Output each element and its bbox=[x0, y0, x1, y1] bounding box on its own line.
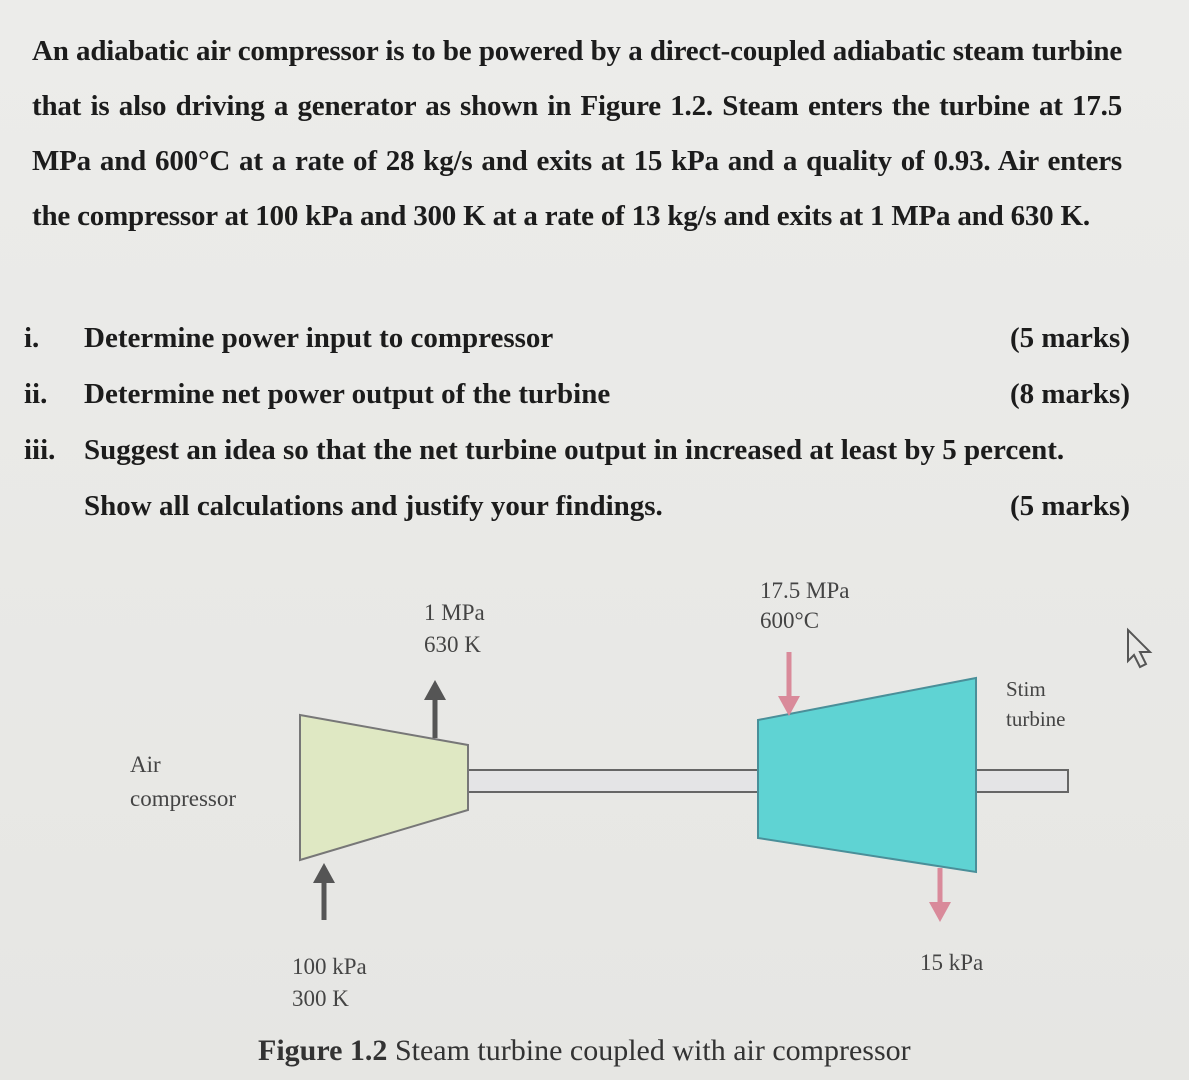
turbine-inlet-arrowhead bbox=[778, 696, 800, 716]
compressor-inlet-arrowhead bbox=[313, 863, 335, 883]
question-number: i. bbox=[24, 322, 40, 354]
question-text: Determine power input to compressor bbox=[84, 322, 554, 354]
compressor-outlet-arrowhead bbox=[424, 680, 446, 700]
problem-text: An adiabatic air compressor is to be pow… bbox=[32, 35, 1122, 122]
question-text: Determine net power output of the turbin… bbox=[84, 378, 611, 410]
compressor-label-line-2: compressor bbox=[130, 786, 237, 811]
compressor-inlet-pressure: 100 kPa bbox=[292, 954, 367, 979]
turbine-outlet-pressure: 15 kPa bbox=[920, 950, 984, 975]
figure-reference: Figure 1.2 bbox=[580, 90, 706, 122]
problem-text-tail: . Steam enters the turbine at 17.5 MPa a… bbox=[32, 90, 1123, 232]
question-marks: (8 marks) bbox=[1009, 378, 1130, 410]
shaft-left bbox=[467, 769, 759, 793]
turbine-inlet-temperature: 600°C bbox=[760, 608, 820, 633]
mouse-cursor-icon bbox=[1127, 627, 1153, 669]
turbine-label-line-2: turbine bbox=[1006, 707, 1066, 731]
figure-caption: Figure 1.2 Steam turbine coupled with ai… bbox=[258, 1034, 911, 1068]
compressor-label-line-1: Air bbox=[130, 752, 161, 777]
figure-caption-label: Figure 1.2 bbox=[258, 1034, 388, 1067]
compressor-outlet-pressure: 1 MPa bbox=[424, 600, 485, 625]
figure-caption-text: Steam turbine coupled with air compresso… bbox=[387, 1034, 911, 1067]
figure-diagram bbox=[299, 627, 1153, 922]
problem-statement: An adiabatic air compressor is to be pow… bbox=[32, 24, 1122, 244]
turbine-body bbox=[757, 676, 977, 874]
compressor-outlet-temperature: 630 K bbox=[424, 632, 481, 657]
question-marks: (5 marks) bbox=[1009, 322, 1130, 354]
question-marks: (5 marks) bbox=[1009, 490, 1130, 522]
turbine-outlet-arrowhead bbox=[929, 902, 951, 922]
question-number: ii. bbox=[24, 378, 48, 410]
question-number: iii. bbox=[24, 434, 56, 466]
turbine-label-line-1: Stim bbox=[1006, 677, 1046, 701]
compressor-body bbox=[299, 713, 469, 862]
turbine-inlet-pressure: 17.5 MPa bbox=[760, 578, 850, 603]
compressor-inlet-temperature: 300 K bbox=[292, 986, 349, 1011]
question-text: Show all calculations and justify your f… bbox=[84, 490, 663, 522]
shaft-right bbox=[975, 769, 1069, 793]
question-text: Suggest an idea so that the net turbine … bbox=[84, 434, 1065, 466]
